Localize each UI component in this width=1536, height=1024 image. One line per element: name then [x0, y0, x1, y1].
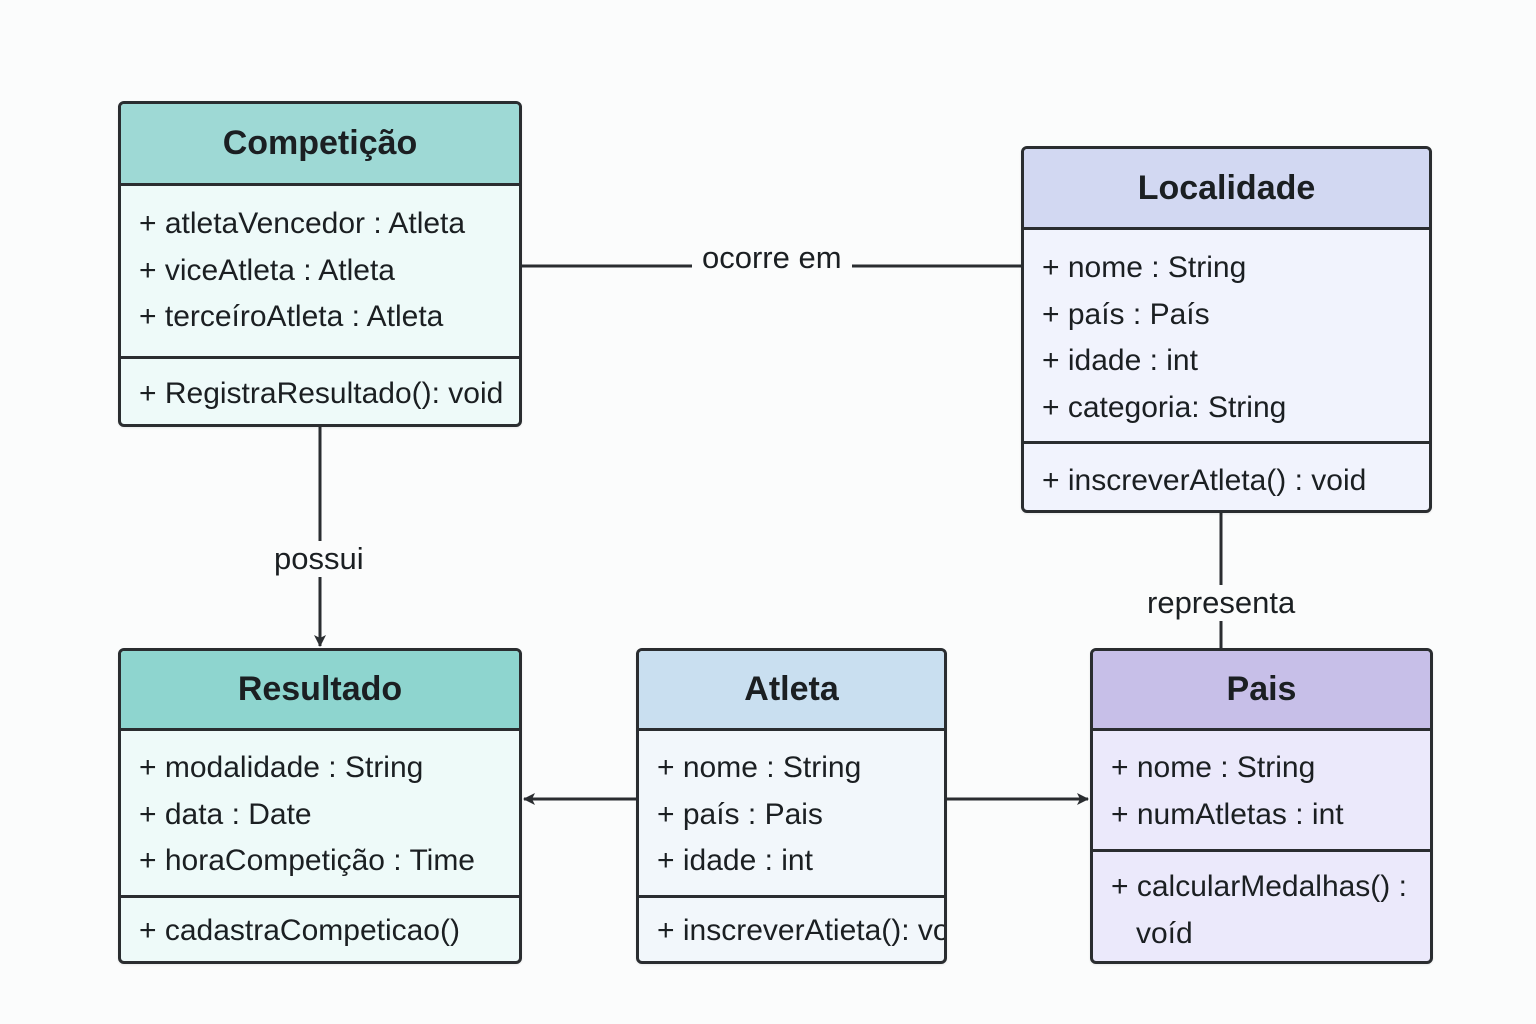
class-name: Resultado — [121, 651, 519, 731]
association-label-possui: possui — [264, 541, 374, 577]
class-attribute: + numAtletas : int — [1111, 797, 1344, 831]
attributes-section: + modalidade : String + data : Date + hora… — [121, 731, 519, 895]
methods-section: + RegistraResultado(): void — [121, 356, 519, 418]
methods-section: + calcularMedalhas() : voíd — [1093, 849, 1430, 957]
association-label-ocorre-em: ocorre em — [692, 240, 852, 276]
class-name: Atleta — [639, 651, 944, 731]
class-attribute: + nome : String — [657, 751, 862, 784]
methods-section: + inscreverAtieta(): voi — [639, 895, 944, 955]
class-attribute: + viceAtleta : Atleta — [139, 253, 395, 287]
class-competicao[interactable]: Competição + atletaVencedor : Atleta + vi… — [118, 101, 522, 427]
attributes-section: + atletaVencedor : Atleta + viceAtleta : … — [121, 186, 519, 356]
class-attribute: + idade : int — [1042, 344, 1198, 377]
class-attribute: + modalidade : String — [139, 751, 424, 784]
attributes-section: + nome : String + numAtletas : int — [1093, 731, 1430, 849]
attributes-section: + nome : String + país : País + idade : in… — [1024, 230, 1429, 441]
class-name: Localidade — [1024, 149, 1429, 230]
class-attribute: + nome : String — [1042, 251, 1247, 284]
class-pais[interactable]: Pais + nome : String + numAtletas : int +… — [1090, 648, 1433, 964]
class-method: + calcularMedalhas() : — [1111, 870, 1407, 903]
class-attribute: + nome : String — [1111, 751, 1316, 784]
class-method: + inscreverAtleta() : void — [1042, 464, 1367, 497]
class-localidade[interactable]: Localidade + nome : String+ país : País+… — [1021, 146, 1432, 513]
association-label-representa: representa — [1137, 585, 1306, 621]
class-attribute: + categoria: String — [1042, 390, 1287, 424]
class-attribute: + idade : int — [657, 844, 813, 877]
class-resultado[interactable]: Resultado + modalidade : String + data : … — [118, 648, 522, 964]
methods-section: + cadastraCompeticao() — [121, 895, 519, 955]
class-attribute: + atletaVencedor : Atleta — [139, 207, 466, 240]
class-method: + RegistraResultado(): void — [139, 377, 504, 410]
attributes-section: + nome : String + país : Pais + idade : in… — [639, 731, 944, 895]
class-name: Pais — [1093, 651, 1430, 731]
methods-section: + inscreverAtleta() : void — [1024, 441, 1429, 505]
class-method: voíd — [1136, 916, 1193, 950]
class-attribute: + data : Date — [139, 797, 312, 831]
class-atleta[interactable]: Atleta + nome : String + país : Pais + ida… — [636, 648, 947, 964]
class-attribute: + país : País — [1042, 297, 1210, 331]
class-method: + inscreverAtieta(): voi — [657, 914, 947, 947]
class-method: + cadastraCompeticao() — [139, 914, 460, 947]
class-name: Competição — [121, 104, 519, 186]
class-attribute: + terceíroAtleta : Atleta — [139, 300, 444, 333]
class-attribute: + país : Pais — [657, 797, 823, 831]
class-attribute: + horaCompetição : Time — [139, 844, 475, 877]
